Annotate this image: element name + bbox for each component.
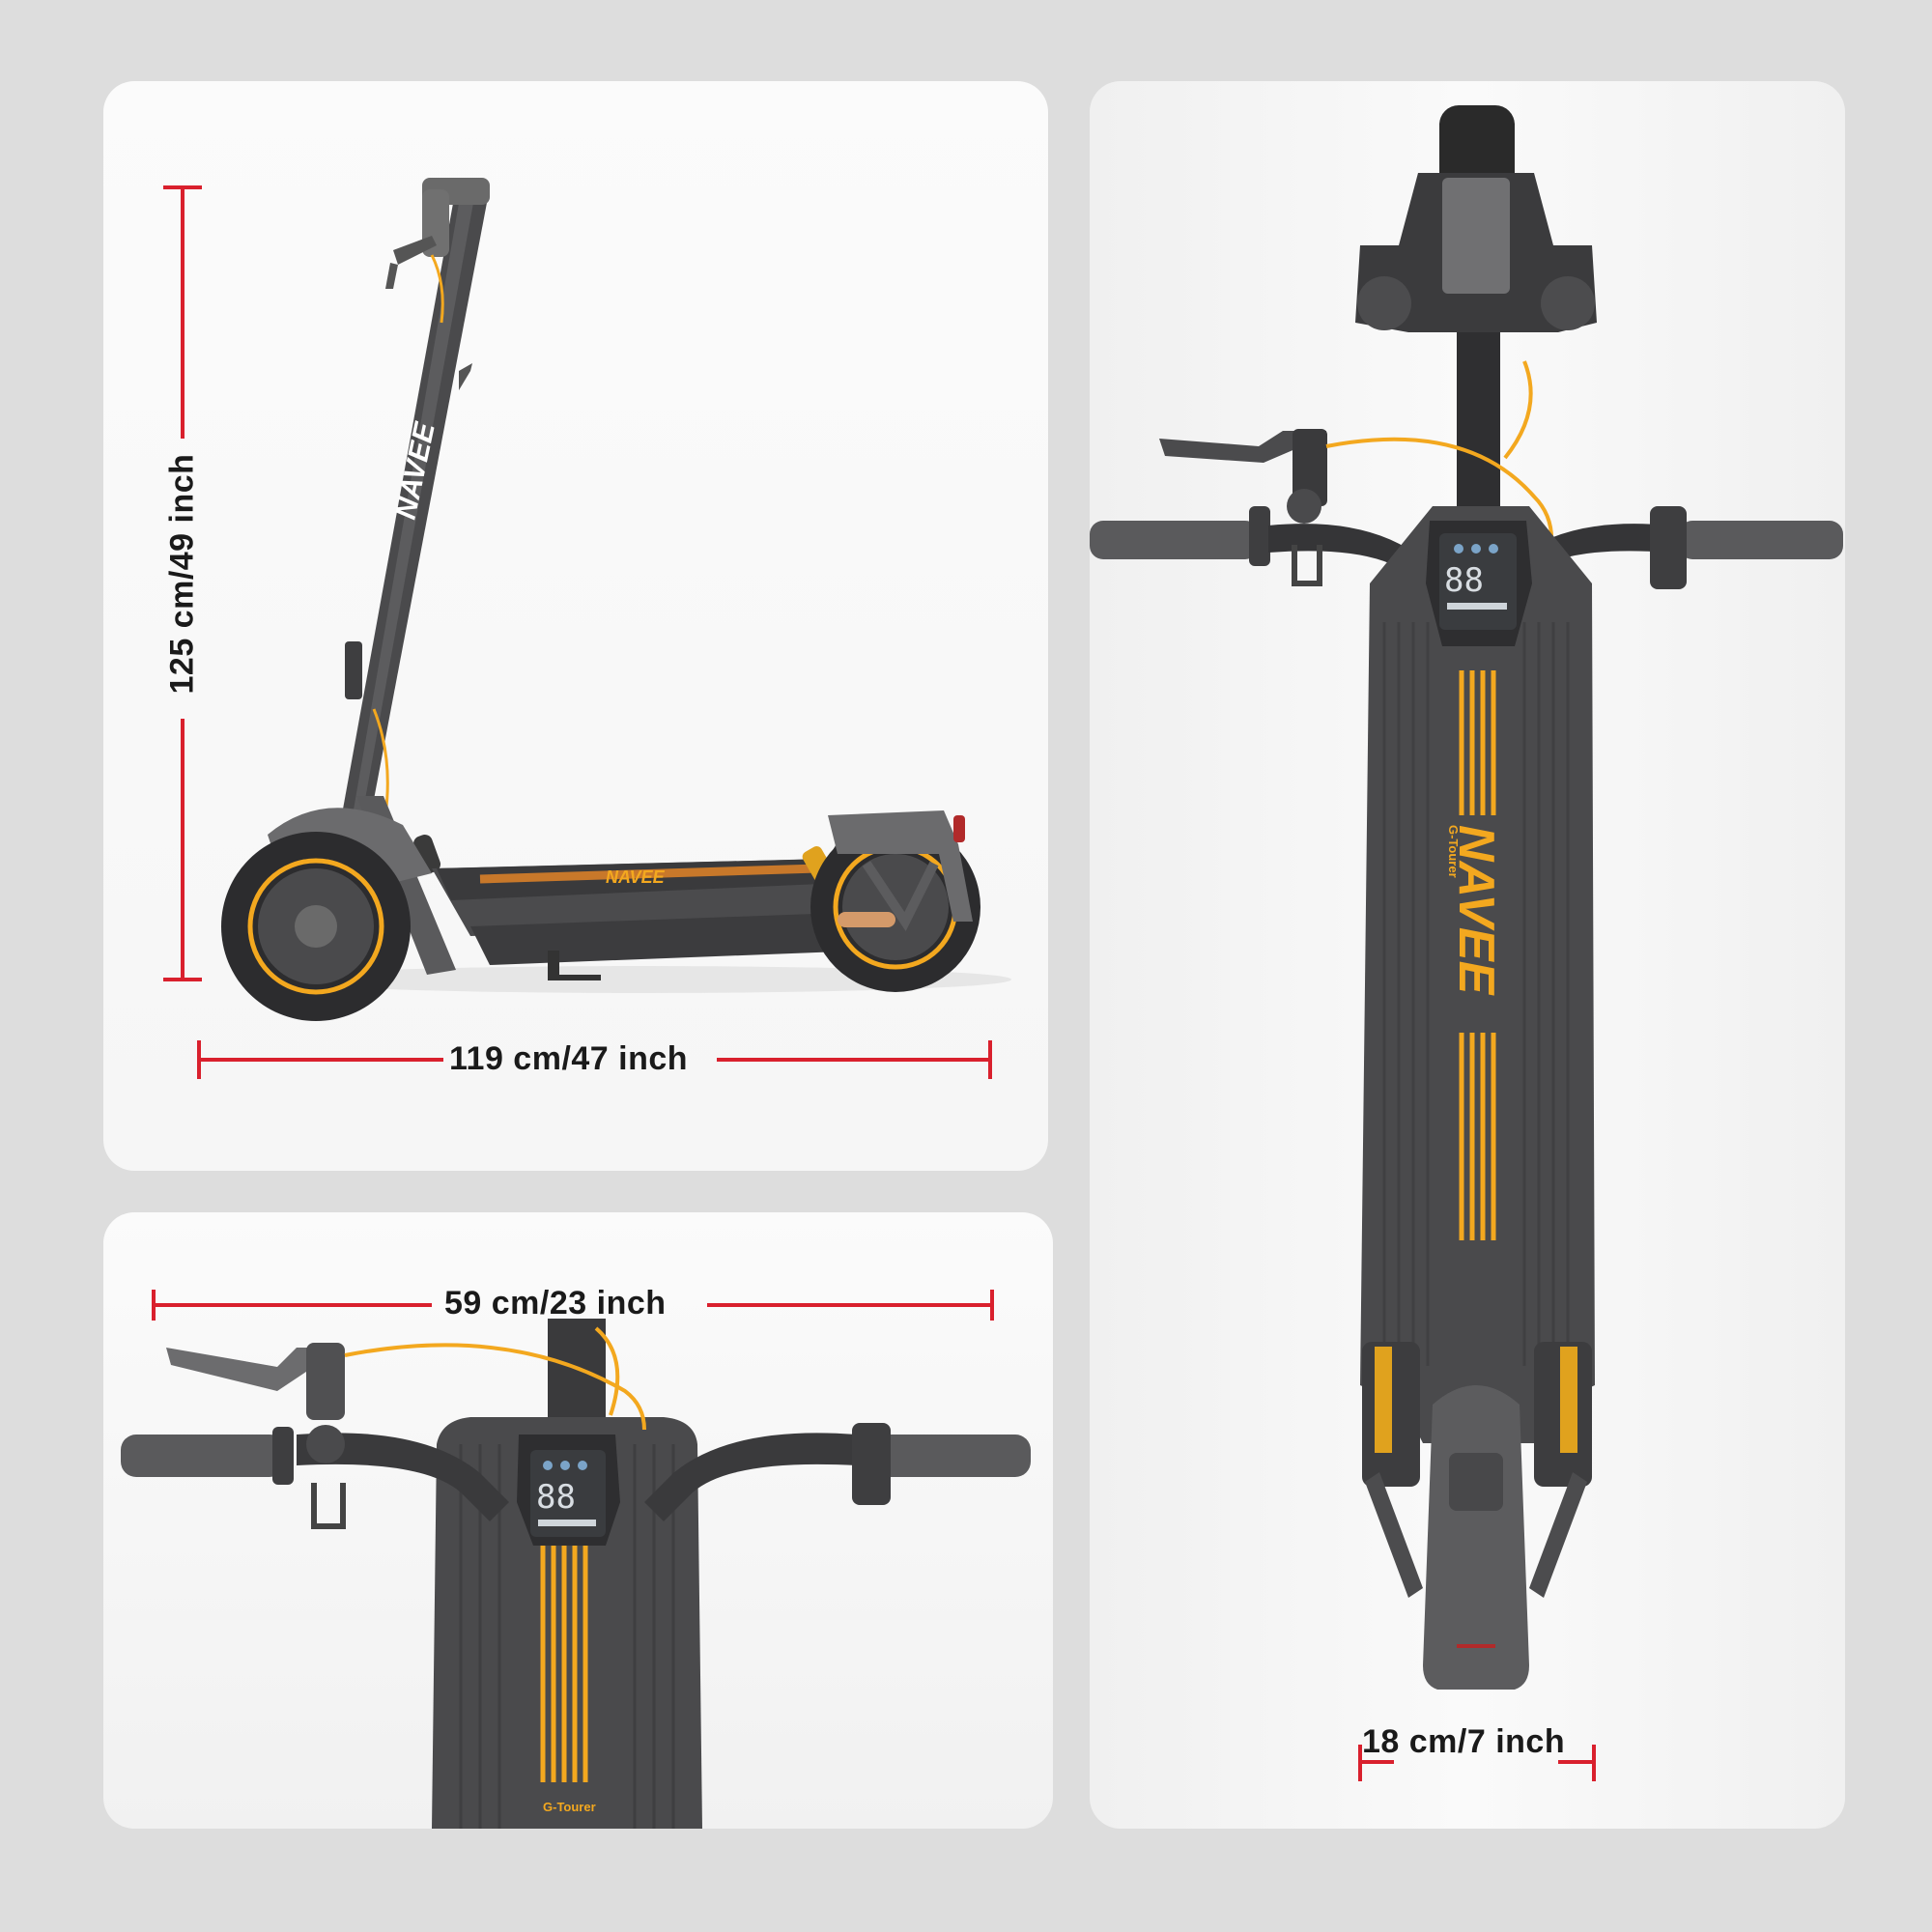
svg-text:G-Tourer: G-Tourer xyxy=(543,1800,596,1814)
length-dimension-label: 119 cm/47 inch xyxy=(449,1040,689,1077)
top-view-panel: NAVEE G-Tourer 88 18 cm/7 inch xyxy=(1090,81,1845,1829)
deck-width-dimension-line xyxy=(1358,1745,1596,1781)
handlebar-illustration: G-Tourer 88 xyxy=(121,1290,1031,1829)
deck-logo: NAVEE xyxy=(1448,825,1504,996)
height-dimension-label: 125 cm/49 inch xyxy=(163,453,201,695)
height-dimension-line xyxy=(163,185,202,981)
deck-width-label: 18 cm/7 inch xyxy=(1362,1723,1566,1760)
svg-text:NAVEE: NAVEE xyxy=(606,867,666,887)
length-dimension-line xyxy=(197,1040,992,1079)
deck-model: G-Tourer xyxy=(1446,825,1461,878)
handlebar-view-panel: G-Tourer 88 59 cm/23 inch xyxy=(103,1212,1053,1829)
svg-text:88: 88 xyxy=(1444,561,1484,600)
scooter-top-illustration: NAVEE G-Tourer 88 xyxy=(1090,105,1843,1781)
handlebar-width-label: 59 cm/23 inch xyxy=(444,1285,667,1321)
handlebar-display-digits: 88 xyxy=(536,1478,576,1517)
width-dimension-line xyxy=(152,1290,994,1321)
side-view-panel: NAVEE NAVEE xyxy=(103,81,1048,1171)
scooter-side-illustration: NAVEE NAVEE xyxy=(163,178,1011,1079)
